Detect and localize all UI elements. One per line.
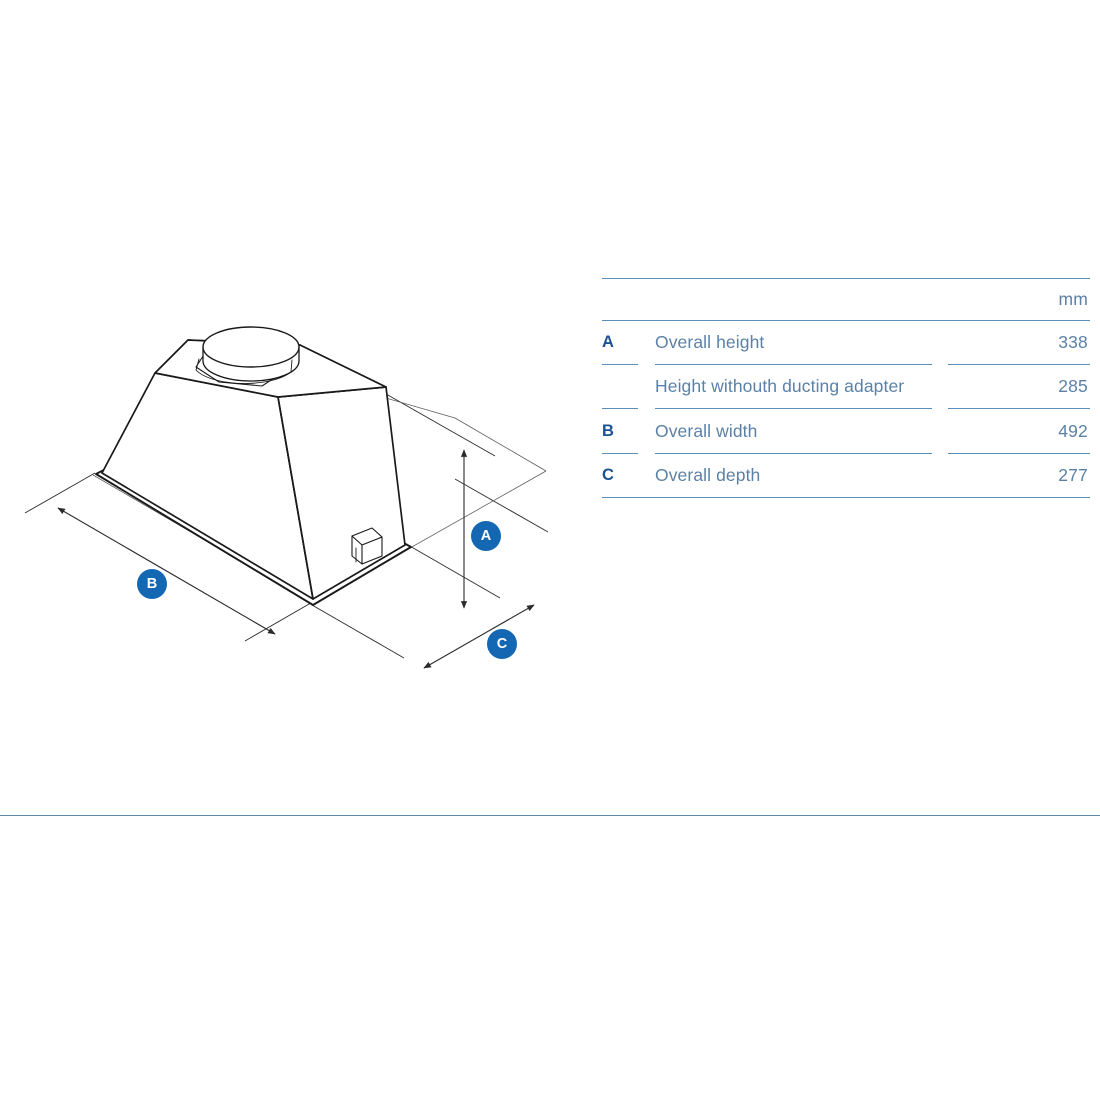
hood-front-ridge xyxy=(277,396,314,600)
callout-badges-group: A B C xyxy=(137,521,517,659)
control-switch-detail xyxy=(351,527,383,565)
table-header-row: mm xyxy=(602,279,1090,320)
dimension-line-b xyxy=(57,507,276,635)
row-divider-3-value-segment xyxy=(948,452,1090,454)
row-divider-3-name-segment xyxy=(655,452,932,454)
row-name-c: Overall depth xyxy=(655,465,761,486)
dimension-lines-group xyxy=(24,340,549,669)
table-row: B Overall width 492 xyxy=(602,410,1090,453)
callout-badge-a[interactable]: A xyxy=(471,521,501,551)
row-value-a: 338 xyxy=(1058,332,1088,352)
row-divider-2-value-segment xyxy=(948,408,1090,410)
callout-badge-c[interactable]: C xyxy=(487,629,517,659)
row-name-a: Overall height xyxy=(655,332,765,352)
row-value-2: 285 xyxy=(1058,376,1088,397)
table-bottom-rule xyxy=(602,497,1090,499)
row-divider-3-key-segment xyxy=(602,452,638,454)
ducting-adapter-top xyxy=(202,326,300,368)
page-bottom-divider xyxy=(0,815,1100,816)
row-divider-1-value-segment xyxy=(948,364,1090,365)
row-divider-1-key-segment xyxy=(602,364,638,365)
product-dimension-drawing: A B C xyxy=(0,260,580,700)
dimension-line-c xyxy=(423,604,535,669)
row-divider-2-key-segment xyxy=(602,408,638,410)
table-row: A Overall height 338 xyxy=(602,321,1090,364)
ducting-collar-skirt xyxy=(195,358,293,384)
row-key-a: A xyxy=(602,333,615,351)
callout-badge-b-label: B xyxy=(147,576,157,592)
row-key-c: C xyxy=(602,466,615,485)
row-value-b: 492 xyxy=(1058,420,1088,441)
row-divider-2 xyxy=(602,408,1090,410)
cooker-hood-body xyxy=(95,326,412,606)
dimensions-table: mm A Overall height 338 Height withouth … xyxy=(602,278,1090,499)
row-divider-1-name-segment xyxy=(655,364,932,365)
table-row: Height withouth ducting adapter 285 xyxy=(602,365,1090,408)
row-key-b: B xyxy=(602,421,615,440)
row-divider-3 xyxy=(602,452,1090,454)
row-divider-2-name-segment xyxy=(655,408,932,410)
row-divider-1 xyxy=(602,364,1090,365)
isometric-drawing-svg: A B C xyxy=(24,326,549,669)
row-value-c: 277 xyxy=(1058,465,1088,486)
row-name-b: Overall width xyxy=(655,420,758,441)
table-header-rule xyxy=(602,320,1090,321)
callout-badge-a-label: A xyxy=(481,528,492,544)
row-name-2: Height withouth ducting adapter xyxy=(655,376,905,397)
unit-header-label: mm xyxy=(1058,289,1088,309)
ducting-adapter-seam xyxy=(202,360,300,382)
callout-badge-c-label: C xyxy=(497,636,508,652)
table-row: C Overall depth 277 xyxy=(602,454,1090,497)
table-top-rule xyxy=(602,278,1090,279)
callout-badge-b[interactable]: B xyxy=(137,569,167,599)
